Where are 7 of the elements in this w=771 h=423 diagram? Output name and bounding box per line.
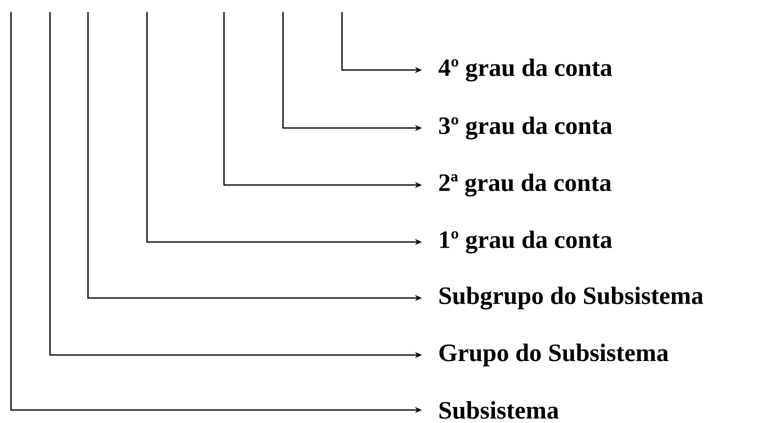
level-label: 4º grau da conta	[438, 58, 612, 82]
level-label: 1º grau da conta	[440, 230, 612, 254]
level-label: 3º grau da conta	[439, 116, 612, 140]
level-label: Grupo do Subsistema	[439, 344, 668, 366]
level-label: 2ª grau da conta	[439, 174, 612, 196]
level-label: Subgrupo do Subsistema	[440, 286, 704, 310]
level-label: Subsistema	[440, 401, 559, 419]
